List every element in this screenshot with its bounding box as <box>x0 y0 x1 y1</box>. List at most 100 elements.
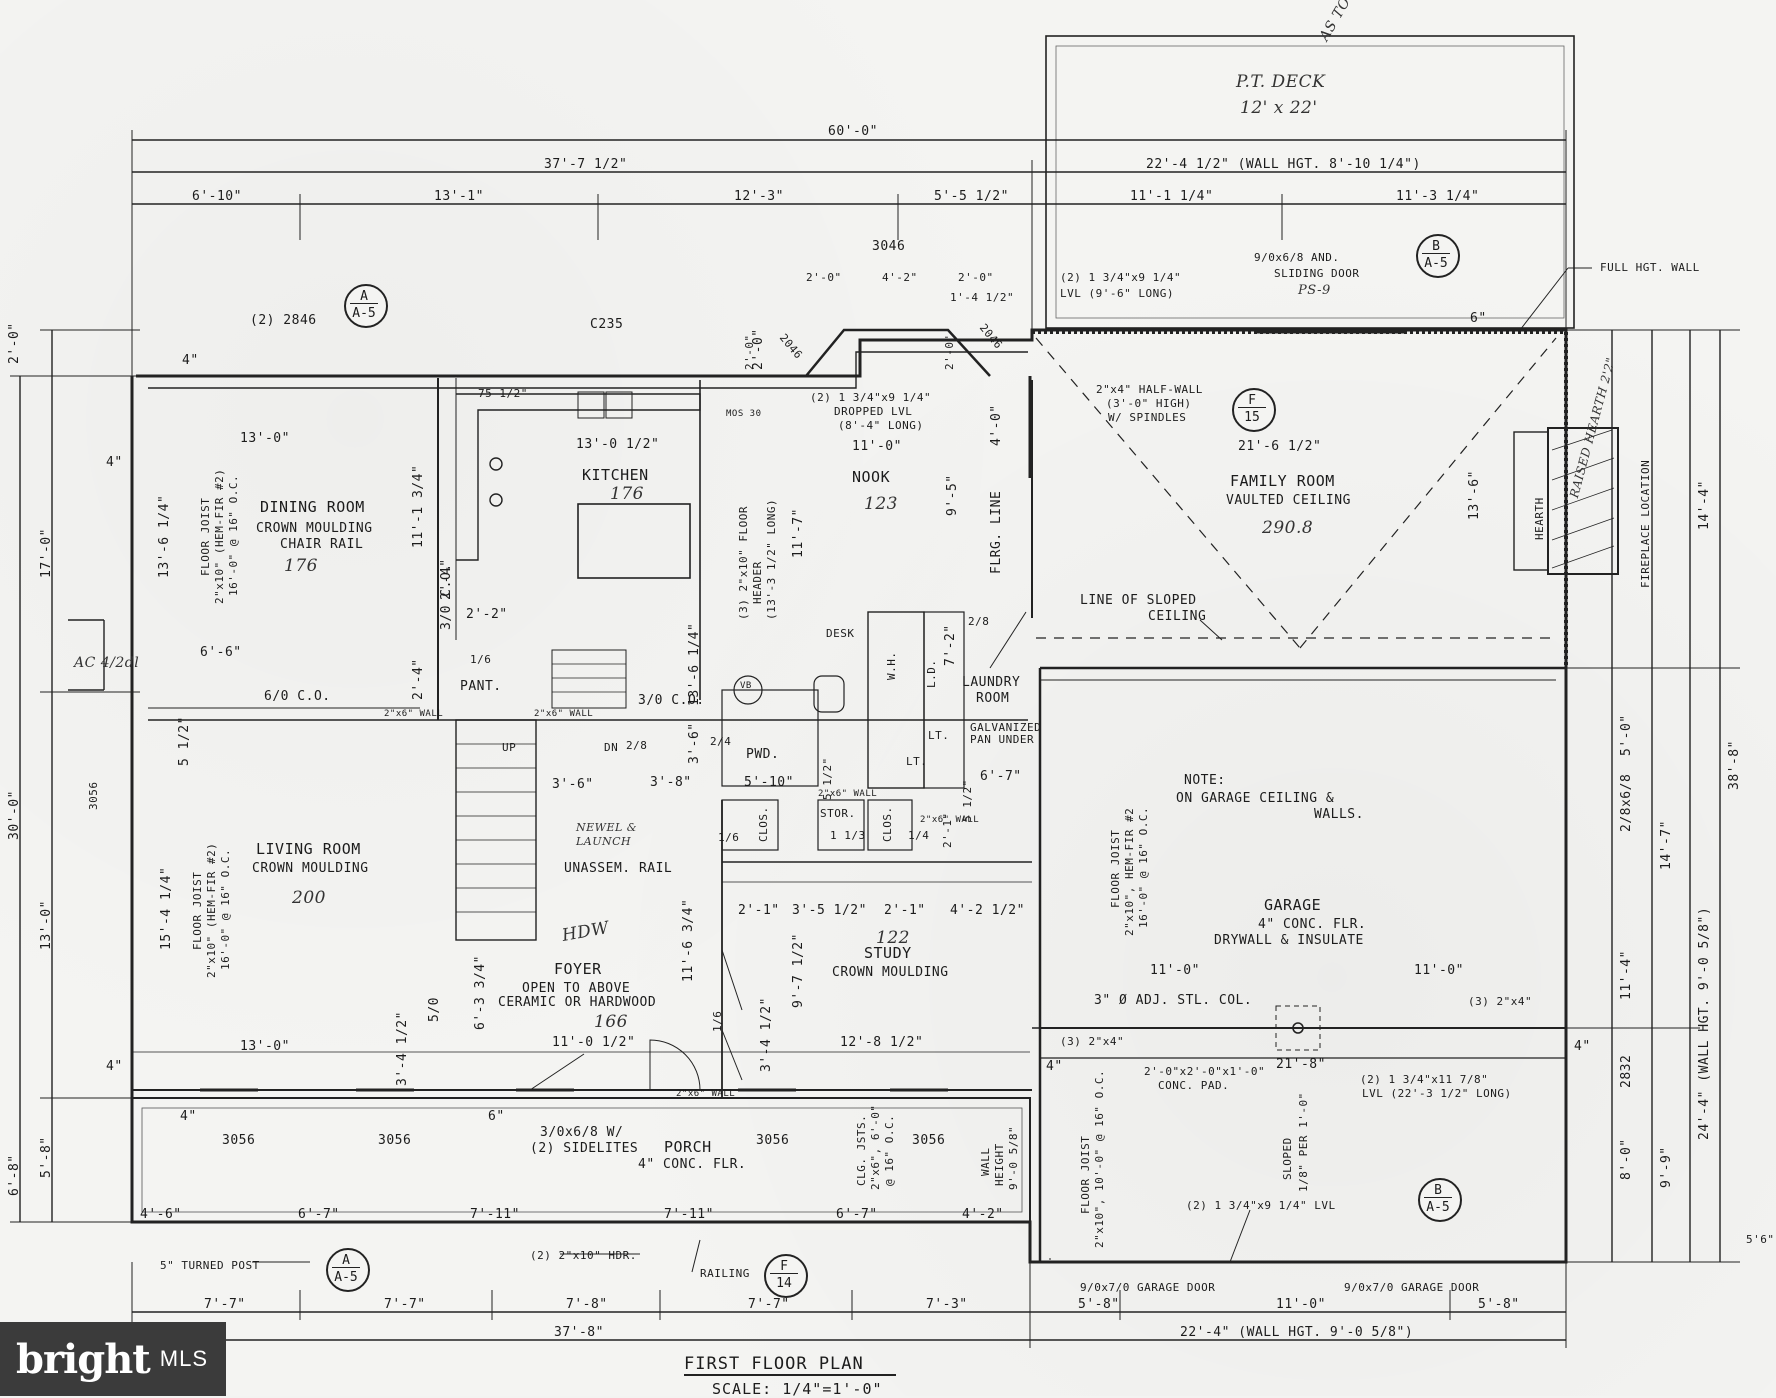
dim-left-group: 37'-7 1/2" <box>544 157 628 172</box>
dim-top-seg-1: 6'-10" <box>192 189 242 204</box>
living-room-name: LIVING ROOM <box>256 840 361 858</box>
header-note: (2) 2"x10" HDR. <box>530 1249 637 1262</box>
study-l1: CROWN MOULDING <box>832 965 949 980</box>
wall-height-2: HEIGHT <box>993 1143 1006 1186</box>
galv-pan-2: PAN UNDER <box>970 733 1035 746</box>
nook-bay <box>805 328 991 377</box>
dim-right-2832: 2832 <box>1619 1054 1634 1088</box>
clos-1 <box>721 799 779 851</box>
laundry-name: LAUNDRY <box>962 675 1021 690</box>
dim-bottom-seg-7: 11'-0" <box>1276 1297 1326 1312</box>
joist-garage: FLOOR JOIST <box>1109 829 1122 908</box>
dim-96: 2'-0" <box>751 328 766 370</box>
dropped-lvl-3: (8'-4" LONG) <box>838 419 924 432</box>
dim-garage-110b: 11'-0" <box>1414 963 1464 978</box>
dim-24l: 2'-4" <box>439 558 454 600</box>
dim-right-55: 5'6" <box>1746 1233 1775 1246</box>
deck-label: P.T. DECK <box>1236 72 1326 92</box>
half-wall-note-3: W/ SPINDLES <box>1108 411 1187 424</box>
wall-2x6-d: 2"x6" WALL <box>920 815 980 825</box>
door-top: 9/0x6/8 AND. <box>1254 251 1340 264</box>
dim-512b: 5 1/2" <box>961 779 974 822</box>
clos-1-name: CLOS. <box>757 806 770 842</box>
dim-right-114: 11'-4" <box>1619 950 1634 1000</box>
dim-left-13: 13'-0" <box>39 900 54 950</box>
lvl-garage: (2) 1 3/4"x11 7/8" <box>1360 1073 1489 1086</box>
dim-14: 1/4 <box>908 829 930 842</box>
stairs-dn: DN <box>604 741 619 754</box>
galv-pan: GALVANIZED <box>970 721 1042 734</box>
stairs-up: UP <box>502 741 517 754</box>
clg-jsts: CLG. JSTS. <box>855 1114 868 1186</box>
dim-nook-95: 9'-5" <box>945 474 960 516</box>
dim-co-60: 6/0 C.O. <box>264 689 331 704</box>
dim-top-seg-6: 11'-3 1/4" <box>1396 189 1480 204</box>
dim-study-341: 3'-4 1/2" <box>759 997 774 1072</box>
dim-21a: 2'-1" <box>738 903 780 918</box>
garage-door-1: 9/0x7/0 GARAGE DOOR <box>1080 1281 1216 1294</box>
kitchen-sink-left <box>577 391 605 419</box>
nook-name: NOOK <box>852 468 891 486</box>
dim-bottom-seg-8: 5'-8" <box>1478 1297 1520 1312</box>
porch-67b: 6'-7" <box>836 1207 878 1222</box>
porch-711b: 7'-11" <box>664 1207 714 1222</box>
joist-garage-low: FLOOR JOIST <box>1079 1135 1092 1214</box>
study-sf: 122 <box>876 928 910 948</box>
dim-4in-2: 4" <box>106 1059 123 1074</box>
family-room-l1: VAULTED CEILING <box>1226 493 1351 508</box>
flrg-line-note: FLRG. LINE <box>989 490 1004 574</box>
kitchen-name: KITCHEN <box>582 466 649 484</box>
dim-116: 1/6 <box>470 653 492 666</box>
dim-family-h: 13'-6" <box>1467 470 1482 520</box>
dim-bottom-seg-4: 7'-7" <box>748 1297 790 1312</box>
joist-garage-3: 16'-0" @ 16" O.C. <box>1137 806 1150 928</box>
dim-bottom-seg-1: 7'-7" <box>204 1297 246 1312</box>
dim-right-4in: 4" <box>1574 1039 1591 1054</box>
floor-header-3: (13'-3 1/2" LONG) <box>765 498 778 620</box>
dim-bottom-left: 37'-8" <box>554 1325 604 1340</box>
joist-living-3: 16'-0" @ 16" O.C. <box>219 848 232 970</box>
dim-21b: 2'-1" <box>884 903 926 918</box>
wh-note: W.H. <box>885 651 898 681</box>
bright-mls-logo: bright MLS <box>0 1322 226 1396</box>
conc-pad <box>1275 1005 1321 1051</box>
dim-right-147: 14'-7" <box>1659 820 1674 870</box>
window-3056-4: 3056 <box>912 1133 946 1148</box>
dim-21c: 2'-1" <box>941 812 954 848</box>
lvl-garage-low: (2) 1 3/4"x9 1/4" LVL <box>1186 1199 1336 1212</box>
family-room-sf: 290.8 <box>1262 518 1314 538</box>
lt-note-2: LT. <box>928 729 950 742</box>
dim-top-seg-5: 11'-1 1/4" <box>1130 189 1214 204</box>
dim-2x4: 2'-4" <box>411 658 426 700</box>
dim-bottom-seg-5: 7'-3" <box>926 1297 968 1312</box>
joist-living: FLOOR JOIST <box>191 871 204 950</box>
dim-right-2868: 2/8x6/8 <box>1619 773 1634 832</box>
three-2x4-right: (3) 2"x4" <box>1468 995 1533 1008</box>
garage-door-2: 9/0x7/0 GARAGE DOOR <box>1344 1281 1480 1294</box>
dim-nook-w: 11'-0" <box>852 439 902 454</box>
dim-20a: 2'-0" <box>806 271 842 284</box>
dim-bottom-seg-2: 7'-7" <box>384 1297 426 1312</box>
foyer-l2: CERAMIC OR HARDWOOD <box>498 995 657 1010</box>
dim-left-4in: 4" <box>106 455 123 470</box>
dim-living-h: 15'-4 1/4" <box>159 866 174 950</box>
joist-dining-3: 16'-0" @ 16" O.C. <box>227 474 240 596</box>
dim-116b: 1/6 <box>718 831 740 844</box>
dim-right-group: 22'-4 1/2" (WALL HGT. 8'-10 1/4") <box>1146 157 1421 172</box>
dim-22: 2'-2" <box>466 607 508 622</box>
floor-header-2: HEADER <box>751 561 764 604</box>
dining-room-name: DINING ROOM <box>260 498 365 516</box>
dropped-lvl-2: DROPPED LVL <box>834 405 913 418</box>
window-3056-side: 3056 <box>87 781 100 811</box>
dim-foyer-341: 3'-4 1/2" <box>395 1011 410 1086</box>
logo-brand: bright <box>16 1335 151 1383</box>
living-room-sf: 200 <box>292 888 326 908</box>
dim-family-w: 21'-6 1/2" <box>1238 439 1322 454</box>
joist-dining-2: 2"x10" (HEM-FIR #2) <box>213 468 226 604</box>
clos-2-name: CLOS. <box>881 806 894 842</box>
